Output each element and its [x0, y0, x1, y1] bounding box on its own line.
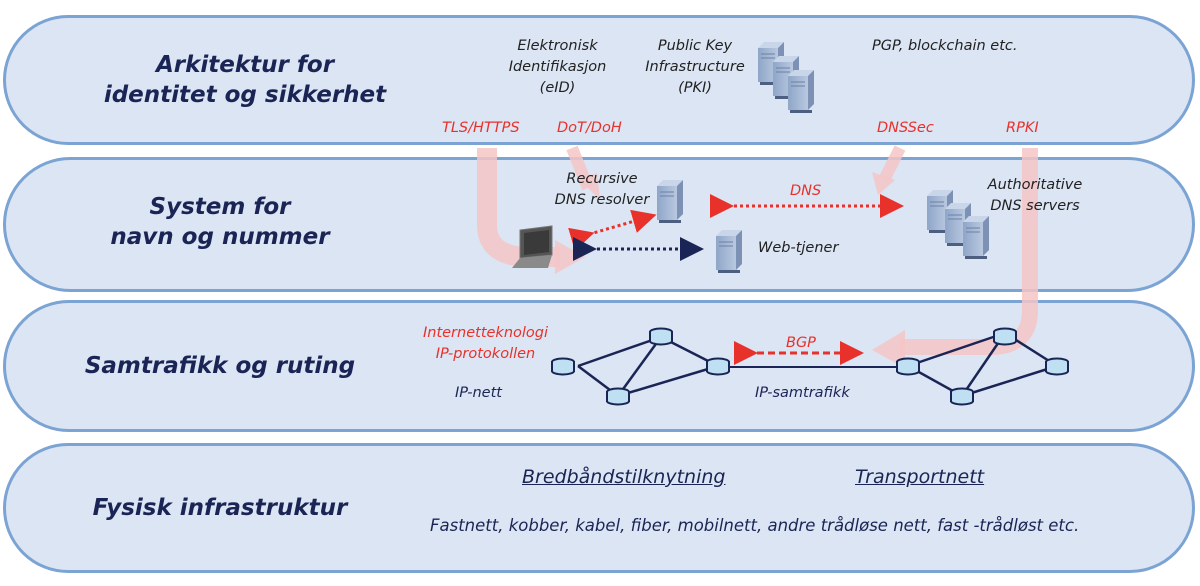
authoritative-servers-label: Authoritative DNS servers [987, 177, 1083, 214]
transport-heading: Transportnett [855, 466, 985, 488]
ip-network-label: IP-nett [455, 385, 502, 401]
protocol-tls-https: TLS/HTTPS [442, 120, 520, 136]
eid-label: Elektronisk Identifikasjon (eID) [508, 38, 607, 96]
bgp-label: BGP [786, 335, 816, 351]
protocol-dot-doh: DoT/DoH [557, 120, 622, 136]
pki-label: Public Key Infrastructure (PKI) [645, 38, 745, 96]
protocol-dnssec: DNSSec [877, 120, 934, 136]
layer-3-title: Samtrafikk og ruting [84, 353, 356, 379]
layer-1-title: Arkitektur for identitet og sikkerhet [103, 52, 387, 108]
layer-physical-infrastructure [3, 443, 1195, 573]
layer-identity-security [3, 15, 1195, 145]
internet-technology-label: Internetteknologi IP-protokollen [422, 325, 549, 362]
dns-arrow-label: DNS [790, 183, 822, 199]
broadband-heading: Bredbåndstilknytning [522, 466, 726, 488]
layer-4-title: Fysisk infrastruktur [92, 495, 348, 521]
pgp-blockchain-label: PGP, blockchain etc. [872, 38, 1018, 54]
ip-interconnect-label: IP-samtrafikk [755, 385, 850, 401]
layer-2-title: System for navn og nummer [110, 194, 330, 250]
infrastructure-examples: Fastnett, kobber, kabel, fiber, mobilnet… [430, 516, 1080, 535]
web-server-label: Web-tjener [758, 240, 839, 256]
protocol-rpki: RPKI [1006, 120, 1039, 136]
recursive-resolver-label: Recursive DNS resolver [554, 171, 650, 208]
